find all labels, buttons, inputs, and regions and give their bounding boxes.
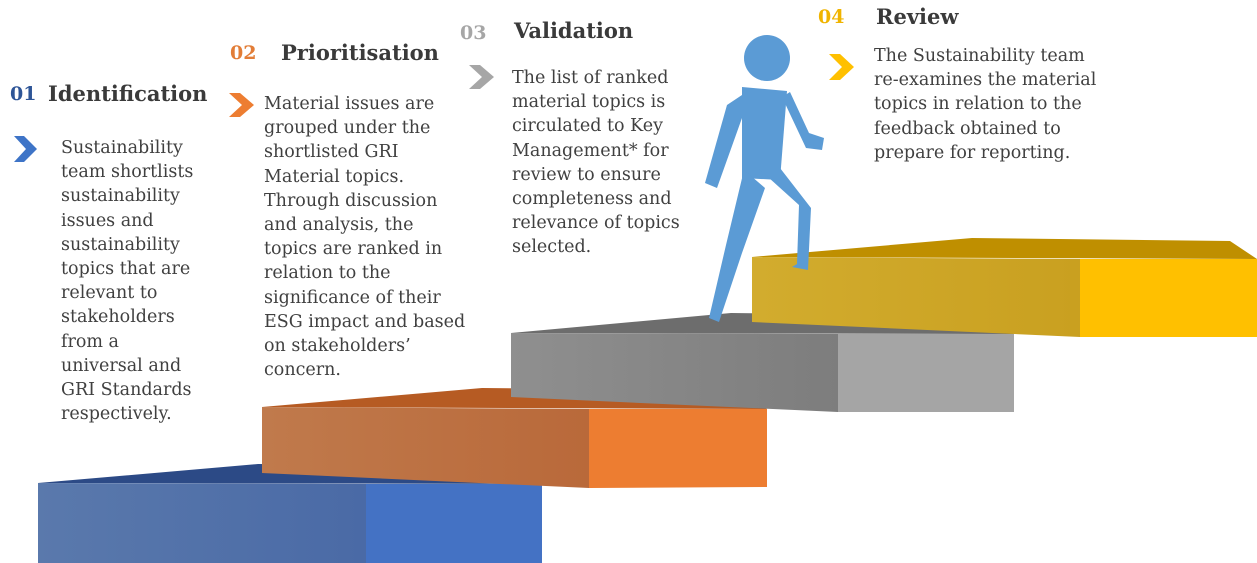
step-2-title: Prioritisation <box>281 40 439 65</box>
step-4-description-line: feedback obtained to <box>874 118 1061 139</box>
step-3-title: Validation <box>514 18 634 43</box>
step-2-description-line: topics are ranked in <box>264 239 443 260</box>
step-2-description: Material issues are grouped under the sh… <box>264 92 465 382</box>
step-1-number: 01 <box>10 83 37 105</box>
step-4-description-line: prepare for reporting. <box>874 142 1071 163</box>
step-3-description-line: The list of ranked <box>512 68 669 88</box>
step-block-3-side <box>838 334 1014 412</box>
step-4-number: 04 <box>818 6 845 28</box>
step-2-description-line: significance of their <box>264 287 441 308</box>
step-block-3-front <box>511 333 838 412</box>
step-block-1-side <box>366 484 542 563</box>
step-1-description-line: from a <box>61 331 119 352</box>
step-block-4-top <box>752 238 1257 259</box>
step-2-description-line: Through discussion <box>264 190 438 211</box>
step-4-description-line: The Sustainability team <box>874 46 1085 66</box>
step-block-4-front <box>752 257 1080 337</box>
step-1-description-line: issues and <box>61 210 154 231</box>
step-block-1-front <box>38 483 366 563</box>
person-front-arm <box>782 92 824 150</box>
step-3-description: The list of ranked material topics is ci… <box>512 66 680 260</box>
step-4-description-line: re-examines the material <box>874 70 1097 91</box>
person-back-arm <box>705 95 742 188</box>
climbing-person-icon <box>705 35 824 322</box>
step-2-description-line: relation to the <box>264 263 391 284</box>
step-1-description-line: stakeholders <box>61 307 175 328</box>
step-2-description-line: grouped under the <box>264 118 431 139</box>
step-2-description-line: Material issues are <box>264 94 435 114</box>
step-1-description-line: sustainability <box>61 234 180 255</box>
step-3-description-line: Management* for <box>512 140 669 161</box>
step-3-description-line: completeness and <box>512 189 672 210</box>
step-2-number: 02 <box>230 42 257 64</box>
step-2-description-line: shortlisted GRI <box>264 142 399 163</box>
step-block-4-side <box>1080 259 1257 337</box>
step-block-2-side <box>589 409 767 488</box>
step-2-description-line: Material topics. <box>264 166 405 187</box>
person-back-leg <box>709 170 765 322</box>
person-torso <box>742 87 787 180</box>
chevron-right-icon <box>229 93 254 117</box>
step-4-description-line: topics in relation to the <box>874 94 1082 115</box>
step-2-description-line: and analysis, the <box>264 215 414 236</box>
step-1-description-line: topics that are <box>61 259 191 280</box>
chevron-right-icon <box>829 54 854 80</box>
step-1-description-line: GRI Standards <box>61 380 192 401</box>
step-3-description-line: review to ensure <box>512 164 661 185</box>
step-3-description-line: selected. <box>512 237 592 258</box>
step-3-description-line: relevance of topics <box>512 213 680 234</box>
step-1-description-line: Sustainability <box>61 138 183 158</box>
step-block-2-front <box>262 407 589 488</box>
step-4-description: The Sustainability team re-examines the … <box>874 44 1096 165</box>
step-3-description-line: material topics is <box>512 92 666 113</box>
step-1-description-line: sustainability <box>61 186 180 207</box>
person-head <box>744 35 790 81</box>
step-block-4 <box>752 238 1257 337</box>
chevron-right-icon <box>14 136 37 162</box>
step-1-description-line: team shortlists <box>61 162 194 183</box>
step-3-number: 03 <box>460 22 487 44</box>
step-2-description-line: ESG impact and based <box>264 311 466 332</box>
step-1-description: Sustainability team shortlists sustainab… <box>61 136 193 426</box>
step-1-description-line: respectively. <box>61 404 172 425</box>
step-2-description-line: on stakeholders’ <box>264 336 411 357</box>
chevron-right-icon <box>469 65 494 89</box>
step-2-description-line: concern. <box>264 360 341 381</box>
step-3-description-line: circulated to Key <box>512 116 663 137</box>
step-1-description-line: universal and <box>61 355 182 376</box>
step-1-description-line: relevant to <box>61 283 158 304</box>
step-4-title: Review <box>876 4 959 29</box>
step-1-title: Identification <box>48 81 208 106</box>
person-front-leg <box>758 168 811 270</box>
